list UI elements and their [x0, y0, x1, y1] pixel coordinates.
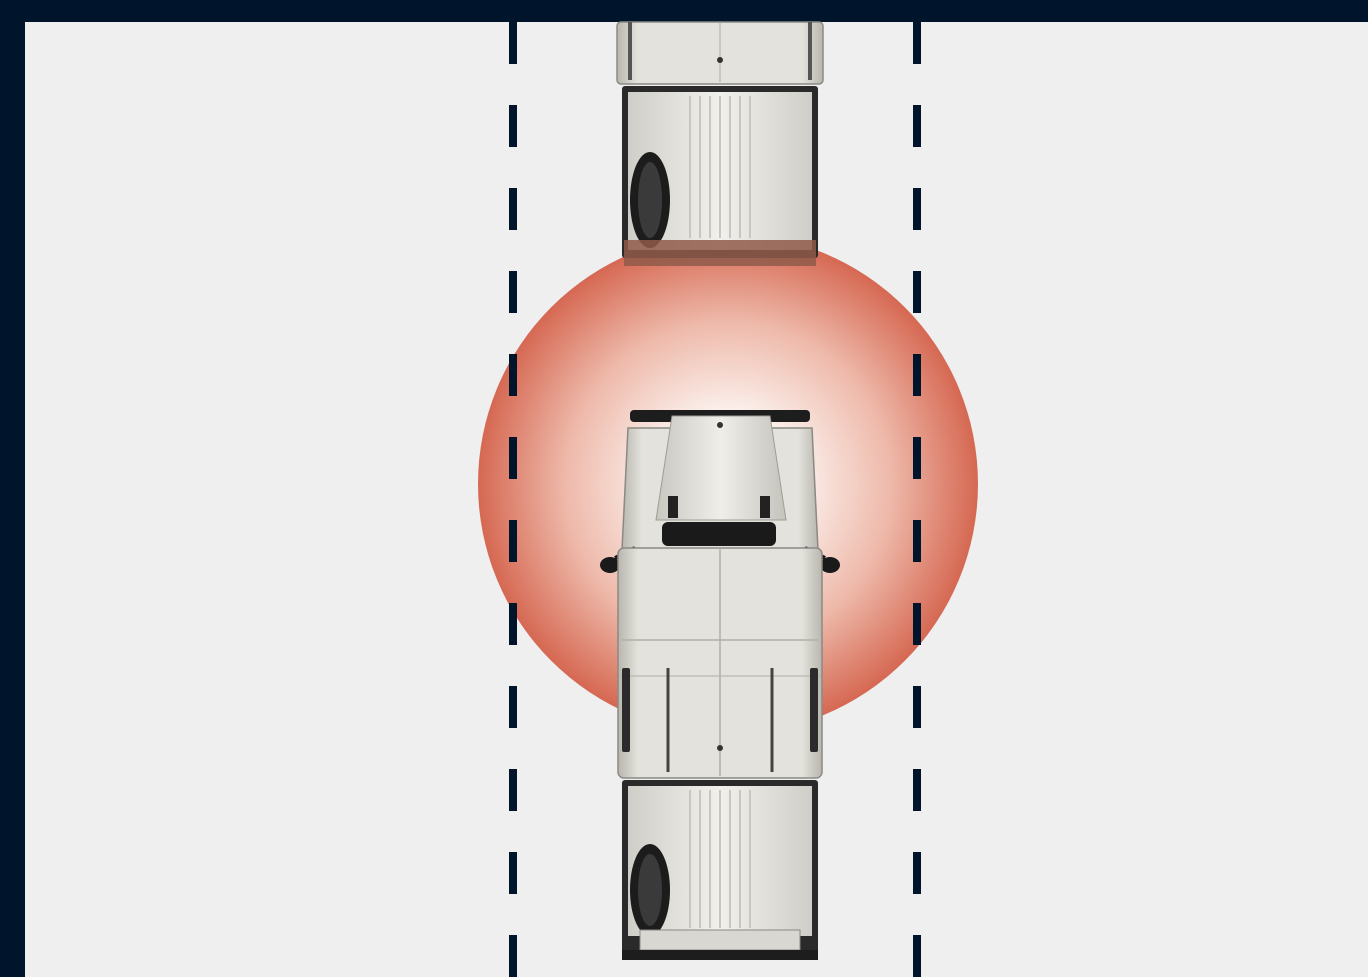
right-lane-dash [913, 852, 921, 894]
left-lane-dash [509, 603, 517, 645]
left-lane-dash [509, 852, 517, 894]
right-lane-dash [913, 271, 921, 313]
right-lane-dash [913, 935, 921, 977]
right-lane-dash [913, 520, 921, 562]
right-lane-dash [913, 686, 921, 728]
left-lane-dash [509, 105, 517, 147]
left-lane-dash [509, 22, 517, 64]
left-lane-dash [509, 769, 517, 811]
right-lane-dash [913, 22, 921, 64]
right-lane-dash [913, 603, 921, 645]
left-lane-dash [509, 686, 517, 728]
right-lane-dash [913, 188, 921, 230]
truck-top-view-icon [600, 410, 840, 960]
left-lane-dash [509, 437, 517, 479]
left-lane-dash [509, 188, 517, 230]
right-lane-dash [913, 769, 921, 811]
left-lane-dash [509, 520, 517, 562]
left-lane-dash [509, 935, 517, 977]
truck-top-view-icon [617, 22, 823, 266]
left-lane-dash [509, 271, 517, 313]
right-lane-dash [913, 105, 921, 147]
left-lane-dash [509, 354, 517, 396]
right-lane-dash [913, 437, 921, 479]
right-lane-dash [913, 354, 921, 396]
